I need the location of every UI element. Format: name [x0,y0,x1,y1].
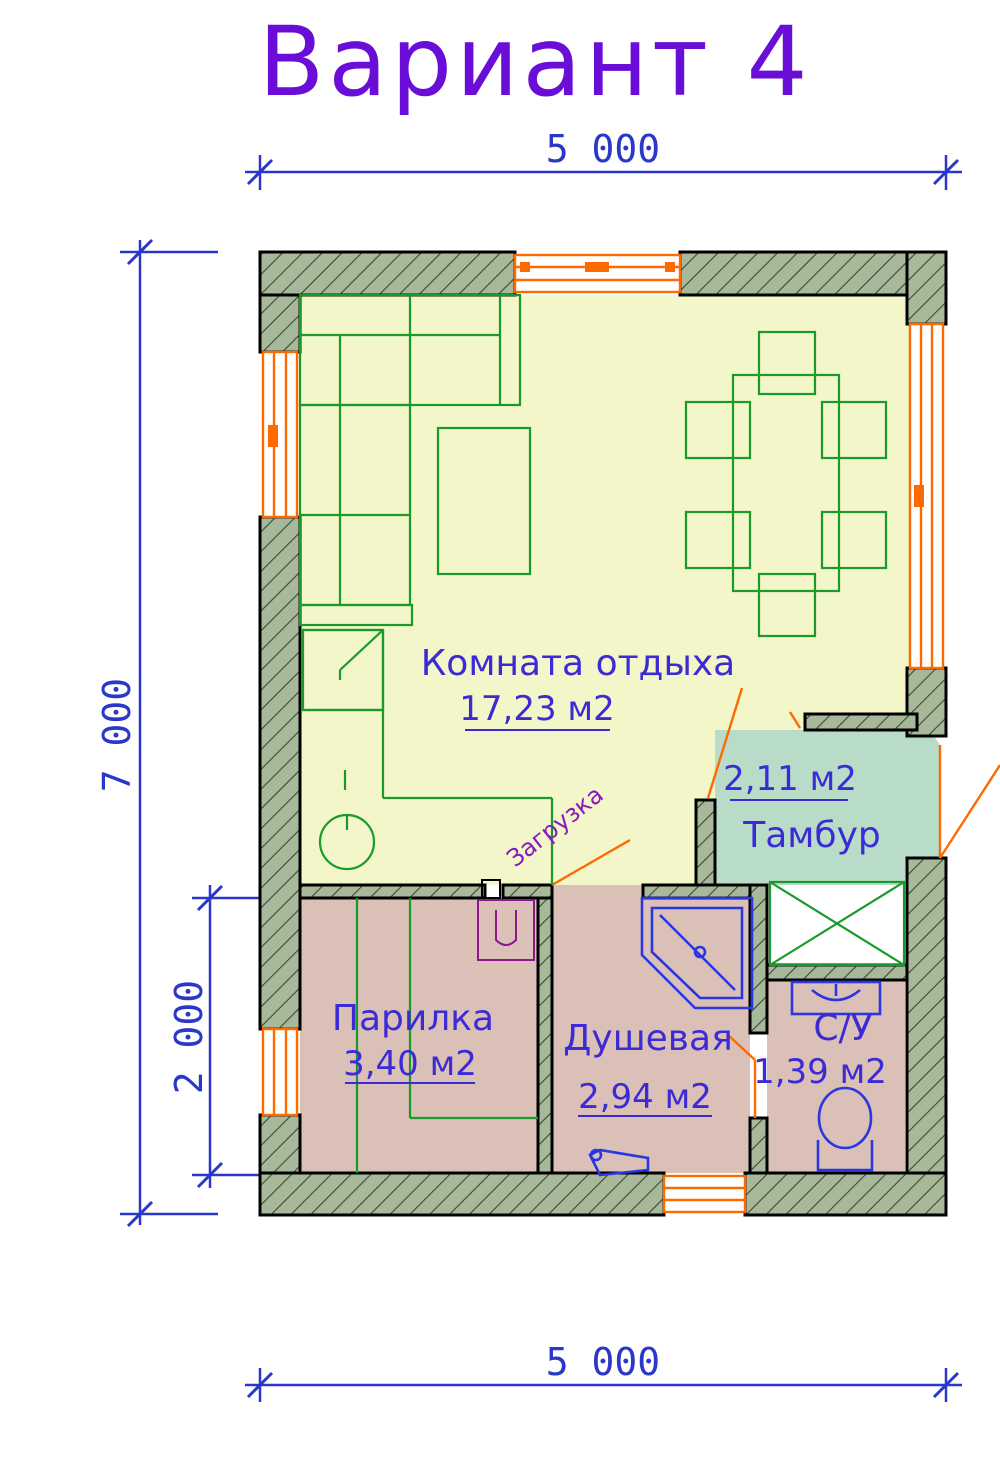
left-dimension: 7 000 [95,238,218,1228]
room-floor-steam-room [300,898,538,1173]
room-label-steam-room: Парилка 3,40 м2 [332,998,494,1084]
shower-name: Душевая [563,1018,732,1059]
top-dimension: 5 000 [245,127,962,190]
room-floor-wc [767,980,905,1173]
left-partial-height-label: 2 000 [167,980,211,1094]
bottom-width-label: 5 000 [546,1340,660,1384]
doors [551,687,1000,1118]
plan-title: Вариант 4 [258,6,811,118]
wc-area: 1,39 м2 [753,1052,887,1092]
wc-name: С/У [813,1008,872,1049]
windows [261,253,945,1214]
steam-room-furniture [355,879,538,1173]
shower-fixtures [588,896,754,1177]
living-room-furniture [298,293,888,885]
walls [258,250,948,1217]
room-label-wc: С/У 1,39 м2 [753,1008,887,1092]
left-partial-dimension: 2 000 [167,884,262,1189]
living-room-area: 17,23 м2 [459,689,614,729]
steam-room-area: 3,40 м2 [343,1044,477,1084]
vestibule-area: 2,11 м2 [723,759,857,799]
vestibule-name: Тамбур [742,815,881,856]
steam-room-name: Парилка [332,998,494,1039]
shower-area: 2,94 м2 [578,1077,712,1117]
room-label-shower: Душевая 2,94 м2 [563,1018,733,1117]
vestibule-rack [768,880,906,967]
room-label-vestibule: 2,11 м2 Тамбур [723,759,881,856]
room-floor-vestibule [715,730,940,885]
wc-fixtures [790,980,882,1172]
top-width-label: 5 000 [546,127,660,171]
living-room-name: Комната отдыха [421,643,736,684]
bottom-dimension: 5 000 [245,1340,962,1402]
room-label-living: Комната отдыха 17,23 м2 [421,643,736,731]
left-height-label: 7 000 [95,678,139,792]
